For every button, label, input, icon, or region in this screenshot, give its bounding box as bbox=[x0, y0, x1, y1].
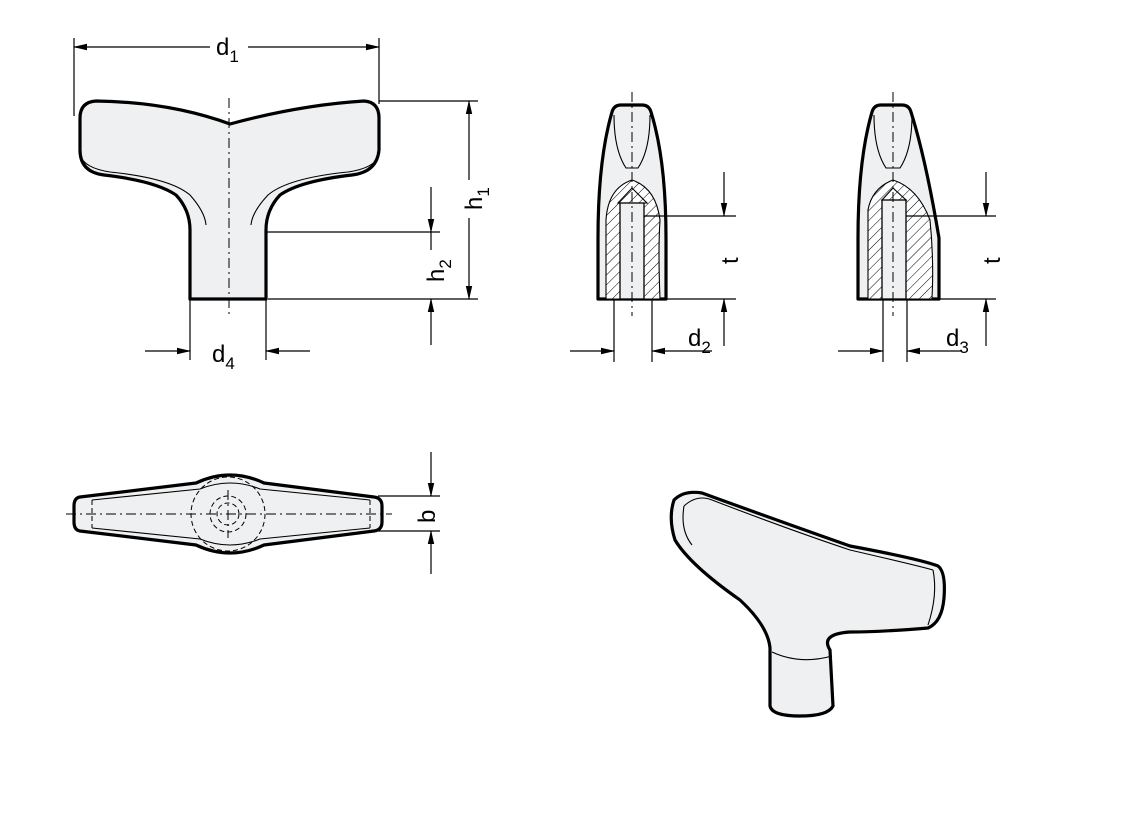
d3-label: d3 bbox=[946, 325, 969, 357]
isometric-edge-face bbox=[682, 505, 693, 546]
h2-label: h2 bbox=[423, 259, 455, 282]
t-b-label: t bbox=[979, 257, 1006, 264]
front-view-edge-right bbox=[250, 154, 380, 226]
d1-label: d1 bbox=[216, 34, 239, 66]
b-label: b bbox=[414, 510, 441, 523]
section-view-d2: t d2 bbox=[570, 92, 744, 362]
top-view-edge-top bbox=[91, 482, 371, 501]
front-view: d1 h1 h2 d4 bbox=[73, 34, 493, 373]
top-view-edge-bottom bbox=[91, 527, 371, 546]
d2-label: d2 bbox=[688, 325, 711, 357]
isometric-edge-top bbox=[683, 497, 934, 571]
top-view: b bbox=[66, 452, 441, 574]
front-view-edge-left bbox=[79, 154, 207, 226]
section-b-bore bbox=[881, 199, 907, 300]
t-a-label: t bbox=[717, 257, 744, 264]
isometric-edge-right bbox=[927, 569, 936, 626]
isometric-edge-stem bbox=[771, 651, 833, 661]
isometric-outline bbox=[669, 490, 946, 718]
h1-label: h1 bbox=[461, 187, 493, 210]
d4-label: d4 bbox=[212, 341, 235, 373]
isometric-view bbox=[669, 490, 946, 718]
section-view-d3: t d3 bbox=[838, 92, 1006, 362]
